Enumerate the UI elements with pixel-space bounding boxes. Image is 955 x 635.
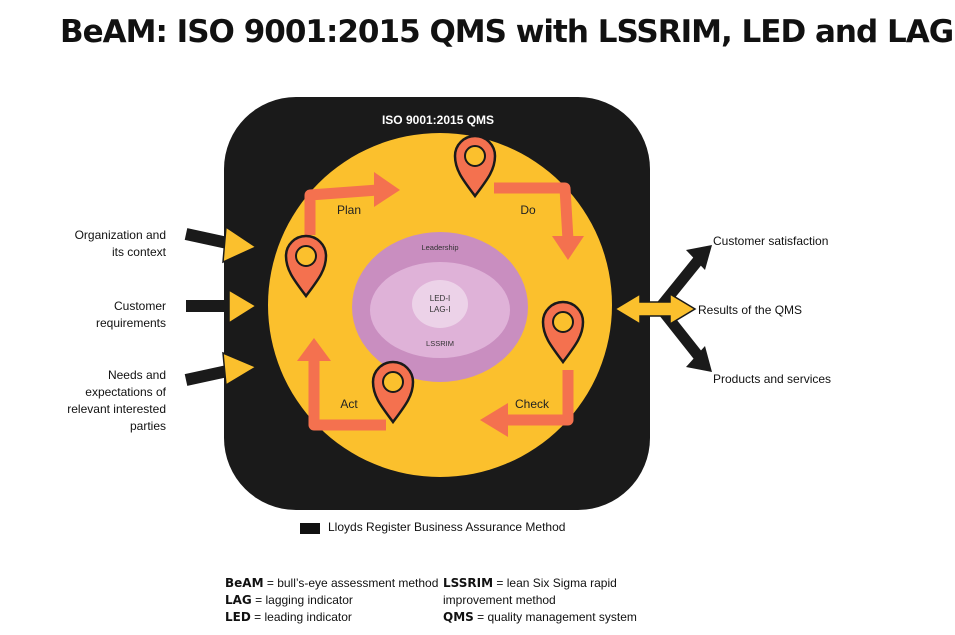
pdca-arrows xyxy=(297,172,584,437)
glossary-def: = leading indicator xyxy=(254,610,352,624)
glossary-beam: BeAM = bull’s-eye assessment method xyxy=(225,575,438,592)
glossary-term: BeAM xyxy=(225,576,264,590)
inner-core xyxy=(412,280,468,328)
glossary-lssrim: LSSRIM = lean Six Sigma rapid xyxy=(443,575,617,592)
input-label-needs: Needs and expectations of relevant inter… xyxy=(67,368,166,433)
glossary-term: LED xyxy=(225,610,251,624)
label-leadership: Leadership xyxy=(421,243,458,252)
glossary-qms: QMS = quality management system xyxy=(443,609,637,626)
label-do: Do xyxy=(520,203,536,217)
label-lssrim: LSSRIM xyxy=(426,339,454,348)
input-label-organization: Organization and its context xyxy=(74,228,166,259)
label-act: Act xyxy=(340,397,358,411)
label-lag-i: LAG-I xyxy=(430,305,451,314)
label-led-i: LED-I xyxy=(430,294,450,303)
glossary-lssrim-cont: improvement method xyxy=(443,593,556,607)
output-label-products: Products and services xyxy=(713,372,832,386)
output-label-customer-satisfaction: Customer satisfaction xyxy=(713,234,829,248)
label-plan: Plan xyxy=(337,203,361,217)
glossary-term: LSSRIM xyxy=(443,576,494,590)
input-arrows xyxy=(184,225,258,387)
glossary-term: QMS xyxy=(443,610,474,624)
glossary-def: = quality management system xyxy=(477,610,637,624)
legend-swatch xyxy=(300,523,320,534)
glossary-def: = lagging indicator xyxy=(255,593,353,607)
glossary-led: LED = leading indicator xyxy=(225,609,352,626)
legend-label: Lloyds Register Business Assurance Metho… xyxy=(328,520,566,534)
page-title: BeAM: ISO 9001:2015 QMS with LSSRIM, LED… xyxy=(60,14,954,50)
frame-label: ISO 9001:2015 QMS xyxy=(382,113,494,127)
glossary-def: = bull’s-eye assessment method xyxy=(266,576,439,590)
output-arrows xyxy=(613,245,712,372)
label-check: Check xyxy=(515,397,550,411)
glossary-def: = lean Six Sigma rapid xyxy=(496,576,617,590)
input-label-customer-requirements: Customer requirements xyxy=(95,299,166,330)
output-label-results: Results of the QMS xyxy=(698,303,803,317)
glossary-term: LAG xyxy=(225,593,252,607)
glossary-lag: LAG = lagging indicator xyxy=(225,592,353,609)
